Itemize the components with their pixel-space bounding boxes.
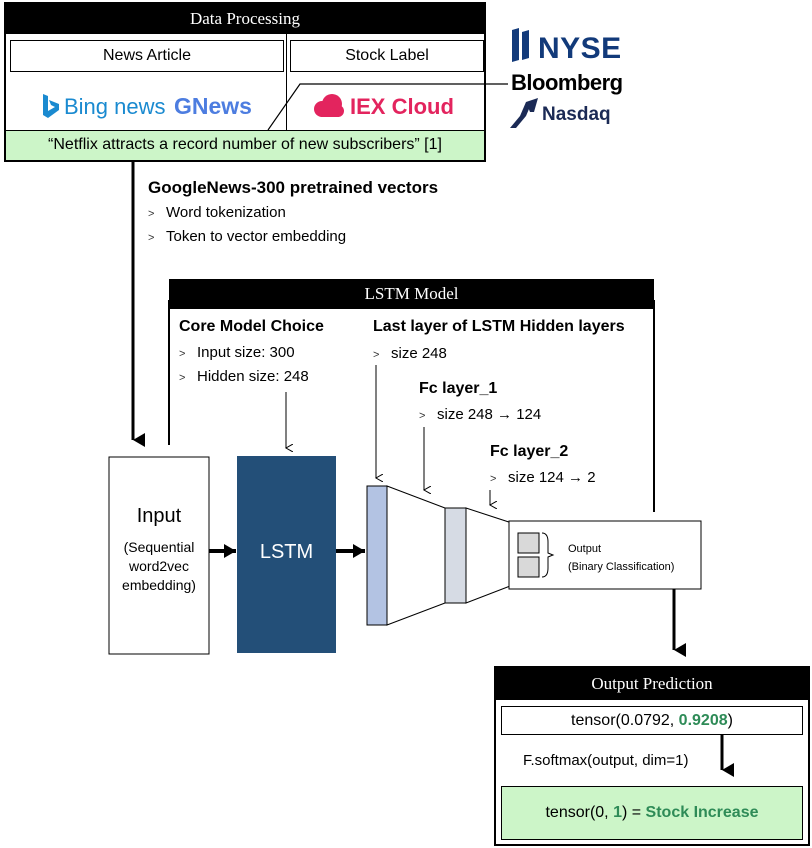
hidden-layer-size: >size 248	[373, 345, 447, 362]
hidden-layer-bar	[366, 485, 388, 626]
fc-layer-1-size: >size 248 → 124	[419, 406, 542, 423]
output-block	[508, 520, 702, 590]
output-node-2	[517, 556, 540, 578]
result-highlight: 1	[613, 804, 622, 821]
embedding-step-1: >Word tokenization	[148, 204, 286, 221]
core-model-heading: Core Model Choice	[179, 318, 324, 335]
fc-connector-1	[386, 485, 446, 626]
fc-layer-1-bar	[444, 507, 467, 604]
result-prefix: tensor(0,	[545, 804, 614, 821]
output-brace	[541, 532, 555, 578]
cloud-icon	[314, 94, 344, 117]
bing-news-text: Bing news	[64, 94, 166, 119]
nasdaq-icon	[510, 98, 538, 128]
input-block	[108, 456, 210, 655]
output-node-1	[517, 532, 540, 554]
lstm-block	[237, 456, 336, 653]
lstm-block-label: LSTM	[259, 541, 314, 563]
nyse-text: NYSE	[538, 32, 622, 65]
gnews-logo: GNews	[174, 93, 252, 119]
news-article-label: News Article	[10, 40, 284, 72]
embedding-step-1-text: Word tokenization	[166, 204, 286, 221]
hidden-layer-heading: Last layer of LSTM Hidden layers	[373, 318, 625, 335]
output-prediction-title: Output Prediction	[496, 668, 808, 700]
fc-layer-2-heading: Fc layer_2	[490, 443, 569, 460]
tensor-probabilities: tensor(0.0792, 0.9208)	[501, 706, 803, 735]
nasdaq-text: Nasdaq	[542, 104, 611, 125]
output-label-line-2: (Binary Classification)	[568, 561, 675, 573]
core-item-hidden-size-text: Hidden size: 248	[197, 368, 309, 385]
output-label: Output (Binary Classification)	[568, 540, 674, 576]
exchange-connector-line	[267, 83, 508, 131]
result-mid: ) =	[621, 804, 646, 821]
iex-cloud-text: IEX Cloud	[350, 94, 454, 119]
core-item-input-size: >Input size: 300	[179, 344, 295, 361]
fc-layer-1-heading: Fc layer_1	[419, 380, 498, 397]
fc-layer-1-size-text: size 248 → 124	[437, 406, 542, 423]
embedding-heading: GoogleNews-300 pretrained vectors	[148, 178, 439, 197]
input-desc-line-2: word2vec	[129, 558, 189, 574]
example-headline: “Netflix attracts a record number of new…	[6, 130, 484, 160]
input-title: Input	[136, 505, 182, 527]
tensor-suffix: )	[727, 712, 733, 729]
fc-layer-2-size-text: size 124 → 2	[508, 469, 596, 486]
prediction-result: tensor(0, 1) = Stock Increase	[501, 786, 803, 840]
core-item-hidden-size: >Hidden size: 248	[179, 368, 309, 385]
stock-label-label: Stock Label	[290, 40, 484, 72]
result-label: Stock Increase	[645, 804, 759, 821]
lstm-model-title: LSTM Model	[169, 279, 654, 309]
bing-icon	[43, 94, 59, 118]
fc-layer-2-size: >size 124 → 2	[490, 469, 596, 486]
tensor-prefix: tensor(0.0792,	[571, 712, 679, 729]
input-description: (Sequential word2vec embedding)	[109, 538, 209, 595]
nyse-pillar-icon	[512, 28, 529, 62]
data-processing-title: Data Processing	[6, 4, 484, 34]
core-item-input-size-text: Input size: 300	[197, 344, 295, 361]
softmax-label: F.softmax(output, dim=1)	[523, 752, 689, 769]
output-prediction-panel: Output Prediction tensor(0.0792, 0.9208)…	[494, 666, 810, 846]
panel-divider	[286, 34, 287, 133]
input-desc-line-1: (Sequential	[123, 539, 195, 555]
embedding-step-2-text: Token to vector embedding	[166, 228, 347, 245]
bloomberg-logo: Bloomberg	[511, 70, 623, 95]
output-label-line-1: Output	[568, 543, 602, 555]
embedding-step-2: >Token to vector embedding	[148, 228, 347, 245]
input-desc-line-3: embedding)	[122, 577, 196, 593]
tensor-highlight: 0.9208	[678, 712, 728, 729]
data-processing-panel: Data Processing News Article Stock Label…	[4, 2, 486, 162]
hidden-layer-size-text: size 248	[391, 345, 447, 362]
